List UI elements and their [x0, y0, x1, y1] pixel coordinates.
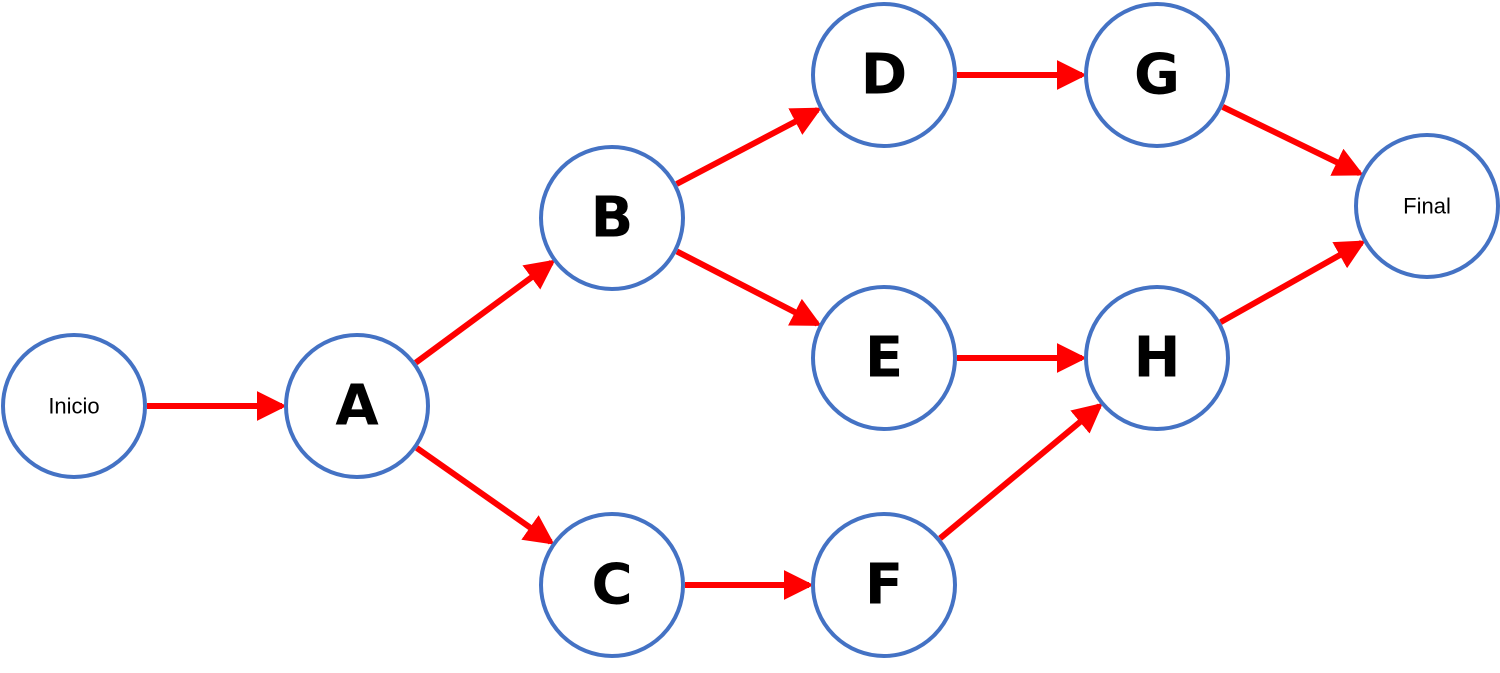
node-final: Final	[1354, 133, 1500, 279]
node-label: E	[865, 326, 903, 391]
node-circle	[1084, 2, 1230, 148]
node-label: A	[335, 374, 379, 439]
node-label: Inicio	[48, 394, 99, 419]
edge-F-to-H	[938, 402, 1104, 541]
node-D: D	[811, 2, 957, 148]
node-circle	[1, 333, 147, 479]
node-circle	[1084, 285, 1230, 431]
edge-G-to-final	[1221, 104, 1364, 176]
node-label: H	[1134, 326, 1181, 391]
node-E: E	[811, 285, 957, 431]
node-circle	[539, 145, 685, 291]
node-label: G	[1134, 43, 1180, 108]
node-H: H	[1084, 285, 1230, 431]
edge-B-to-E	[675, 248, 822, 327]
node-inicio: Inicio	[1, 333, 147, 479]
edge-B-to-D	[675, 107, 822, 187]
edges	[147, 60, 1366, 600]
node-circle	[811, 2, 957, 148]
node-label: Final	[1403, 194, 1451, 219]
node-A: A	[284, 333, 430, 479]
node-label: B	[591, 186, 634, 251]
node-G: G	[1084, 2, 1230, 148]
edge-H-to-final	[1219, 240, 1366, 325]
node-circle	[1354, 133, 1500, 279]
node-label: F	[865, 553, 903, 618]
node-circle	[811, 512, 957, 658]
nodes: Inicio A B C D E F G H Final	[1, 2, 1500, 658]
node-label: C	[591, 553, 632, 618]
node-circle	[811, 285, 957, 431]
node-F: F	[811, 512, 957, 658]
node-label: D	[861, 43, 907, 108]
node-B: B	[539, 145, 685, 291]
node-circle	[284, 333, 430, 479]
node-circle	[539, 512, 685, 658]
node-C: C	[539, 512, 685, 658]
edge-A-to-B	[413, 259, 556, 366]
edge-A-to-C	[415, 445, 555, 545]
